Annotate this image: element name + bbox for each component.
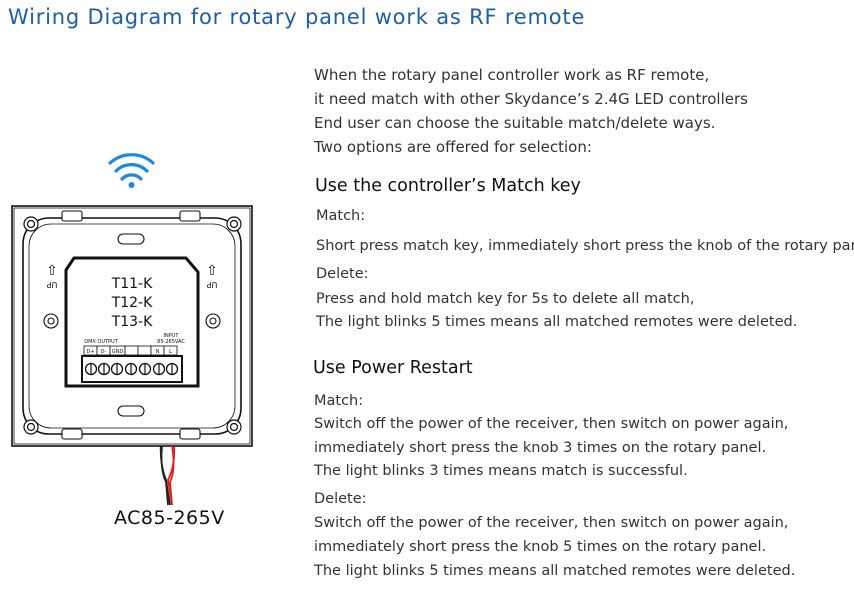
option2-match-line-3: The light blinks 3 times means match is … — [314, 463, 688, 479]
input-label: INPUT — [164, 333, 180, 339]
option2-delete-line-1: Switch off the power of the receiver, th… — [314, 515, 789, 531]
up-arrow-icon: ⇧ UP ⇧ UP — [46, 263, 218, 289]
option2-match-line-1: Switch off the power of the receiver, th… — [314, 416, 789, 432]
option2-delete-line-3: The light blinks 5 times means all match… — [314, 563, 796, 579]
terminal-label-l: L — [169, 349, 172, 355]
terminal-label-gnd: GND — [112, 349, 124, 355]
voltage-label: 85-265VAC — [157, 339, 185, 345]
terminal-label-boxes — [83, 345, 178, 356]
model-label-t11k: T11-K — [111, 276, 153, 292]
option2-heading: Use Power Restart — [313, 358, 473, 378]
option2-delete-line-2: immediately short press the knob 5 times… — [314, 539, 767, 555]
intro-line-1: When the rotary panel controller work as… — [314, 66, 710, 84]
option1-delete-line-2: The light blinks 5 times means all match… — [316, 314, 798, 330]
svg-text:⇧: ⇧ — [206, 263, 218, 279]
wifi-icon — [108, 153, 155, 188]
terminal-label-n: N — [156, 349, 160, 355]
option2-match-label: Match: — [314, 393, 364, 409]
option2-delete-label: Delete: — [314, 491, 367, 507]
svg-text:UP: UP — [46, 280, 57, 289]
intro-line-4: Two options are offered for selection: — [314, 138, 592, 156]
model-label-t12k: T12-K — [111, 295, 153, 311]
option1-delete-line-1: Press and hold match key for 5s to delet… — [316, 291, 695, 307]
option1-match-text: Short press match key, immediately short… — [316, 238, 854, 254]
terminal-label-dminus: D- — [101, 349, 107, 355]
intro-line-2: it need match with other Skydance’s 2.4G… — [314, 90, 748, 108]
page-title: Wiring Diagram for rotary panel work as … — [8, 5, 586, 29]
supply-voltage-label: AC85-265V — [114, 507, 225, 529]
option1-delete-label: Delete: — [316, 266, 369, 282]
model-label-t13k: T13-K — [111, 314, 153, 330]
wiring-diagram: ⇧ UP ⇧ UP T11-K T12-K T13-K DMX OUTPUT I… — [11, 153, 253, 506]
svg-text:UP: UP — [206, 280, 217, 289]
svg-text:⇧: ⇧ — [46, 263, 58, 279]
option1-match-label: Match: — [316, 208, 366, 224]
dmx-output-label: DMX OUTPUT — [84, 339, 119, 345]
terminal-label-dplus: D+ — [86, 349, 94, 355]
corner-screws — [23, 216, 242, 435]
option1-heading: Use the controller’s Match key — [315, 176, 581, 196]
intro-line-3: End user can choose the suitable match/d… — [314, 114, 716, 132]
option2-match-line-2: immediately short press the knob 3 times… — [314, 440, 767, 456]
